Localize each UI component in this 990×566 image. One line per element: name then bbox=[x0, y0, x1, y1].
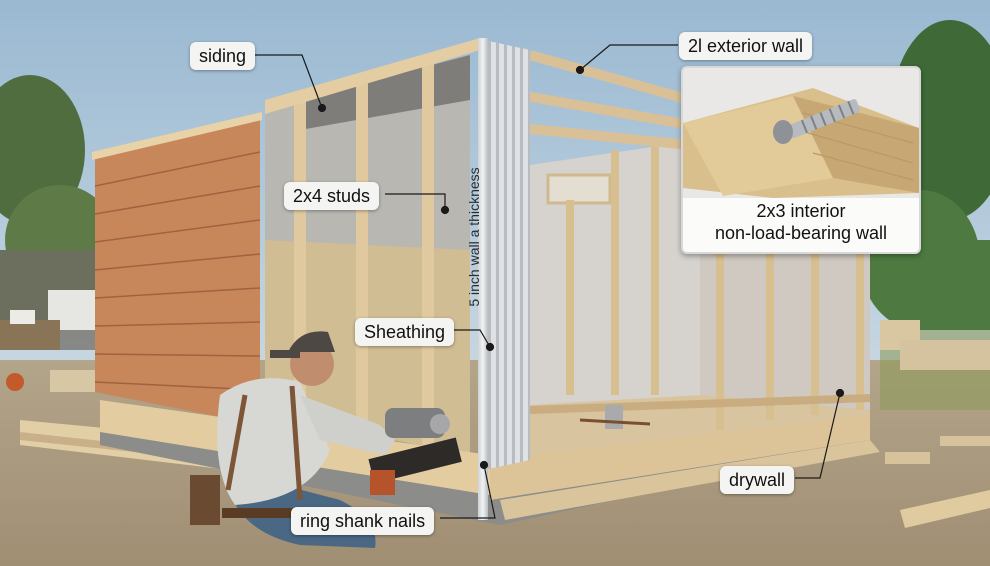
label-sheathing: Sheathing bbox=[355, 318, 455, 346]
metal-corner-trim bbox=[478, 38, 530, 520]
label-siding: siding bbox=[190, 42, 256, 70]
label-exterior-wall: 2l exterior wall bbox=[679, 32, 813, 60]
screw-icon bbox=[773, 99, 860, 144]
leader-lines bbox=[255, 44, 845, 519]
wood-siding bbox=[92, 112, 262, 425]
roof-rafters bbox=[519, 50, 692, 150]
label-wall-thickness: 5 inch wall a thickness bbox=[459, 152, 489, 322]
label-ring-shank-nails: ring shank nails bbox=[291, 507, 435, 535]
label-wall-thickness-text: 5 inch wall a thickness bbox=[466, 167, 482, 307]
nail-gun bbox=[368, 408, 462, 495]
detail-inset-caption: 2x3 interior non-load-bearing wall bbox=[683, 200, 919, 244]
label-drywall: drywall bbox=[720, 466, 795, 494]
background-structures bbox=[0, 250, 990, 392]
detail-inset-image bbox=[683, 68, 919, 198]
detail-inset: 2x3 interior non-load-bearing wall bbox=[681, 66, 921, 254]
detail-inset-line1: 2x3 interior bbox=[756, 201, 846, 221]
lumber-piece bbox=[900, 490, 990, 528]
detail-inset-line2: non-load-bearing wall bbox=[714, 223, 888, 243]
label-studs: 2x4 studs bbox=[284, 182, 380, 210]
